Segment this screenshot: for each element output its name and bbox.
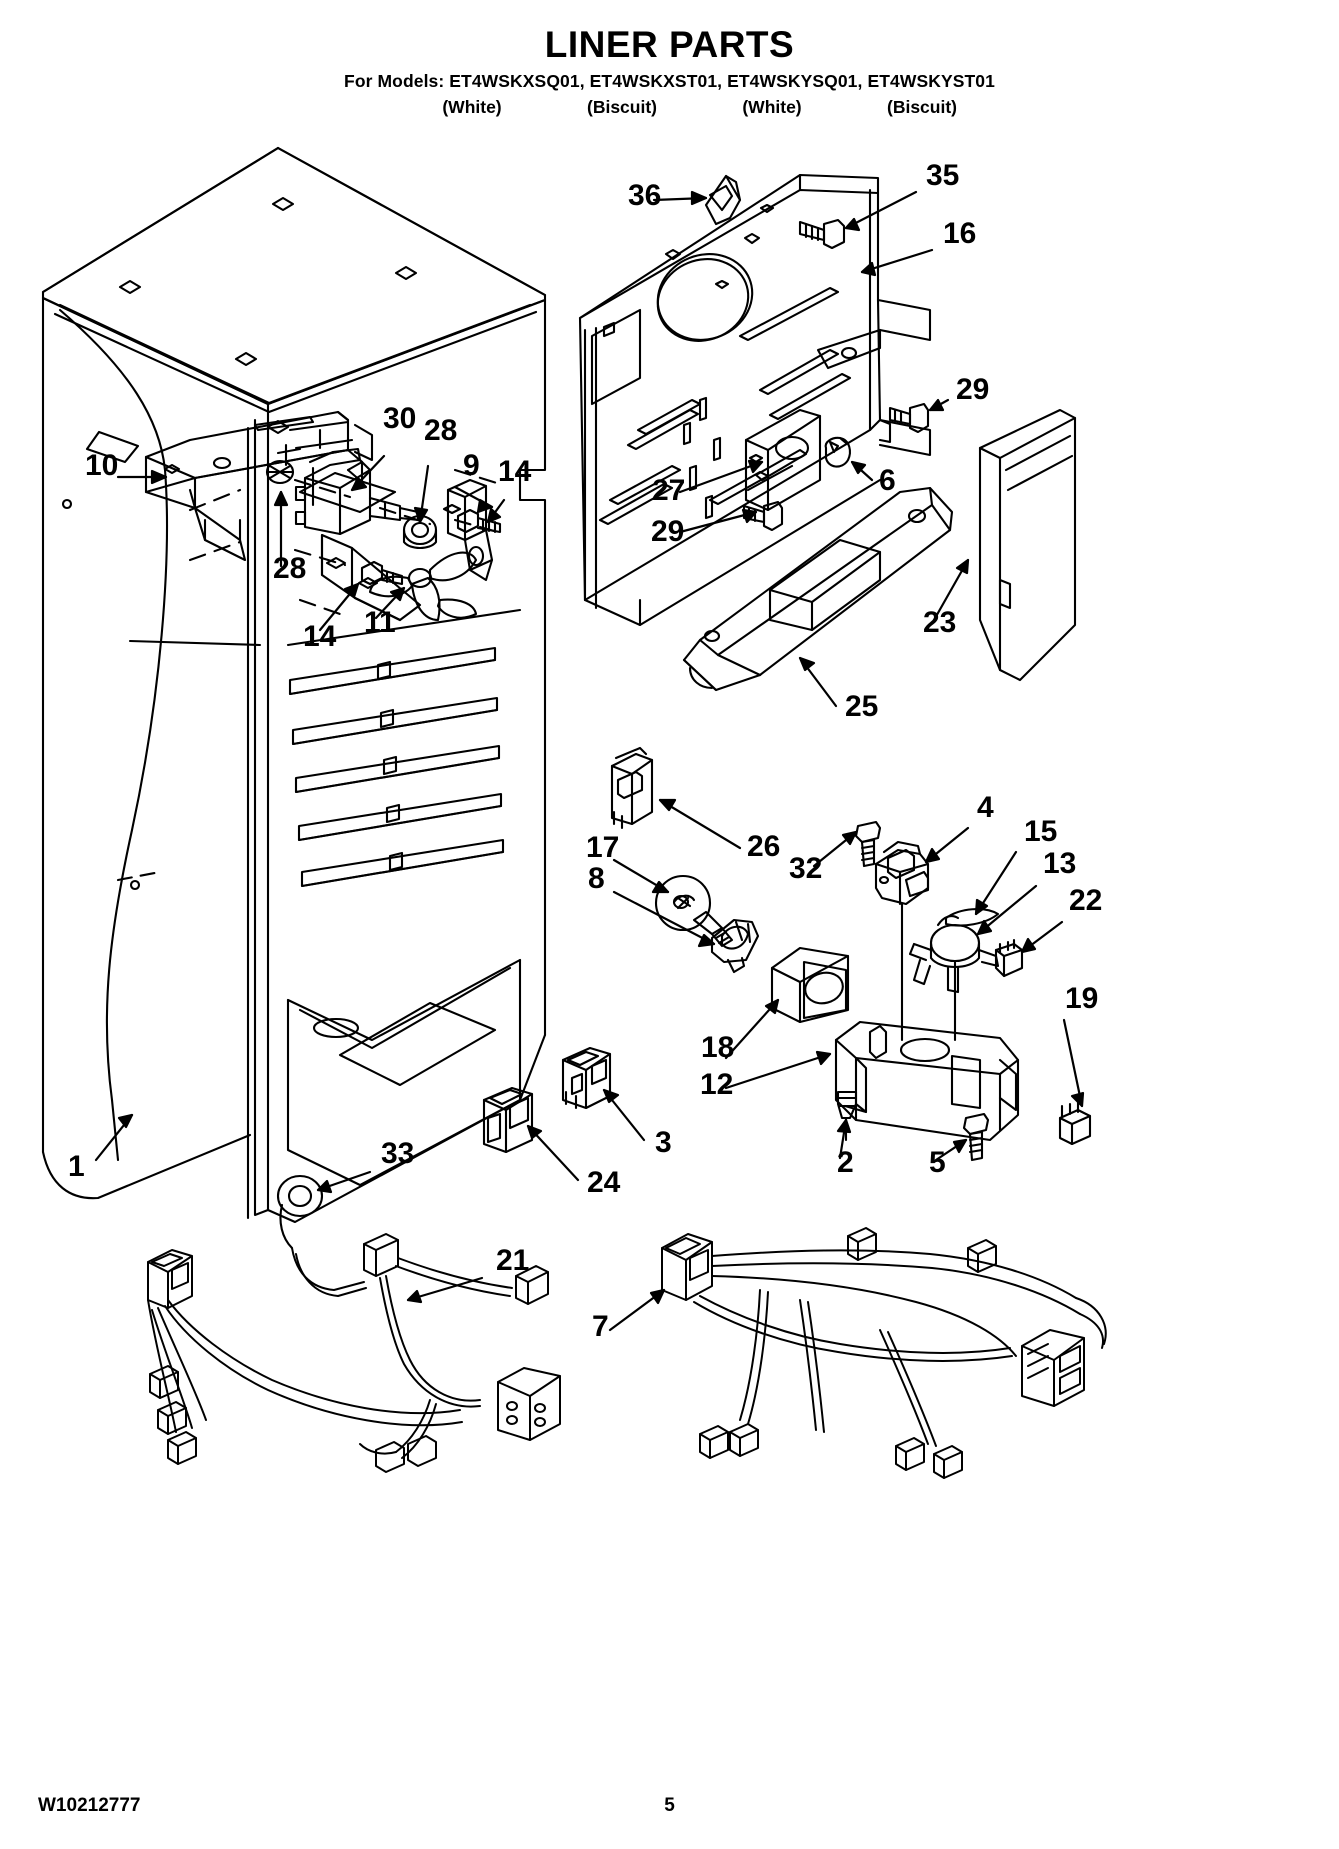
wire-harness-part-21 xyxy=(147,1233,561,1473)
callout-29-upper: 29 xyxy=(956,373,989,406)
page-number: 5 xyxy=(664,1795,675,1816)
light-socket-part-26 xyxy=(610,746,654,830)
page-header: LINER PARTS For Models: ET4WSKXSQ01, ET4… xyxy=(0,26,1339,93)
callout-22: 22 xyxy=(1069,884,1102,917)
callout-14-right: 14 xyxy=(498,455,532,488)
rear-evaporator-panel-part-16 xyxy=(578,173,932,627)
callout-16: 16 xyxy=(943,217,976,250)
callout-25: 25 xyxy=(845,690,878,723)
finish-label-3: (White) xyxy=(742,97,802,117)
callout-2: 2 xyxy=(837,1146,854,1179)
callout-24: 24 xyxy=(587,1166,621,1199)
callout-17: 17 xyxy=(586,831,619,864)
callout-28-lower: 28 xyxy=(273,552,306,585)
screw-14-lower xyxy=(360,560,404,586)
callout-23: 23 xyxy=(923,606,956,639)
rail-bracket-part-10 xyxy=(144,410,374,562)
finish-label-4: (Biscuit) xyxy=(887,97,957,117)
document-number: W10212777 xyxy=(38,1795,141,1816)
finish-label-2: (Biscuit) xyxy=(587,97,657,117)
terminal-block-part-3 xyxy=(561,1046,612,1110)
callout-5: 5 xyxy=(929,1146,946,1179)
callout-6: 6 xyxy=(879,464,896,497)
callout-14-lower: 14 xyxy=(303,620,337,653)
grommet-part-33 xyxy=(276,1174,324,1250)
clip-part-36 xyxy=(704,174,742,226)
callout-9: 9 xyxy=(463,449,480,482)
side-trim-panel xyxy=(978,408,1077,682)
terminal-part-19 xyxy=(1058,1100,1092,1146)
drain-pan-bracket-part-12 xyxy=(834,1020,1020,1142)
callout-32: 32 xyxy=(789,852,822,885)
defrost-bimetal-part-13 xyxy=(908,915,1000,1042)
callout-30: 30 xyxy=(383,402,416,435)
callout-12: 12 xyxy=(700,1068,733,1101)
callout-26: 26 xyxy=(747,830,780,863)
air-duct-cover-part-23-25 xyxy=(682,486,954,692)
screw-part-35 xyxy=(798,218,846,250)
thermostat-box-part-18 xyxy=(770,946,850,1024)
finish-label-1: (White) xyxy=(442,97,502,117)
callout-15: 15 xyxy=(1024,815,1057,848)
light-bulb-part-17 xyxy=(654,874,734,948)
callout-18: 18 xyxy=(701,1031,734,1064)
callout-28-upper: 28 xyxy=(424,414,457,447)
callout-3: 3 xyxy=(655,1126,672,1159)
callout-33: 33 xyxy=(381,1137,414,1170)
finish-row: (White) (Biscuit) (White) (Biscuit) xyxy=(0,97,1339,118)
cabinet-liner-part-1 xyxy=(41,146,547,1224)
page-footer: W10212777 5 xyxy=(0,1795,1339,1823)
page-title: LINER PARTS xyxy=(544,24,795,65)
models-line: For Models: ET4WSKXSQ01, ET4WSKXST01, ET… xyxy=(344,71,995,91)
callout-29-lower: 29 xyxy=(651,515,684,548)
screw-part-32 xyxy=(854,820,882,868)
callout-7: 7 xyxy=(592,1310,609,1343)
leader-lines xyxy=(94,190,1085,1332)
callout-36: 36 xyxy=(628,179,661,212)
defrost-thermostat-part-4 xyxy=(874,840,930,1042)
terminal-clip-part-22 xyxy=(994,938,1024,978)
callout-13: 13 xyxy=(1043,847,1076,880)
wire-harness-part-7 xyxy=(661,1227,1107,1479)
screw-28-upper xyxy=(265,459,295,485)
callout-1: 1 xyxy=(68,1150,85,1183)
callout-19: 19 xyxy=(1065,982,1098,1015)
terminal-block-part-24 xyxy=(482,1086,534,1154)
callout-labels: 1 10 30 28 9 14 28 14 11 36 35 16 29 27 … xyxy=(68,159,1102,1343)
callout-35: 35 xyxy=(926,159,959,192)
callout-10: 10 xyxy=(85,449,118,482)
callout-4: 4 xyxy=(977,791,994,824)
callout-27: 27 xyxy=(652,474,685,507)
screw-part-5 xyxy=(962,1112,990,1162)
callout-11: 11 xyxy=(364,606,396,639)
screw-part-29-upper xyxy=(888,402,930,434)
plug-part-6 xyxy=(824,436,851,468)
callout-8: 8 xyxy=(588,862,605,895)
callout-21: 21 xyxy=(496,1244,529,1277)
bulb-holder-part-8 xyxy=(710,918,760,974)
